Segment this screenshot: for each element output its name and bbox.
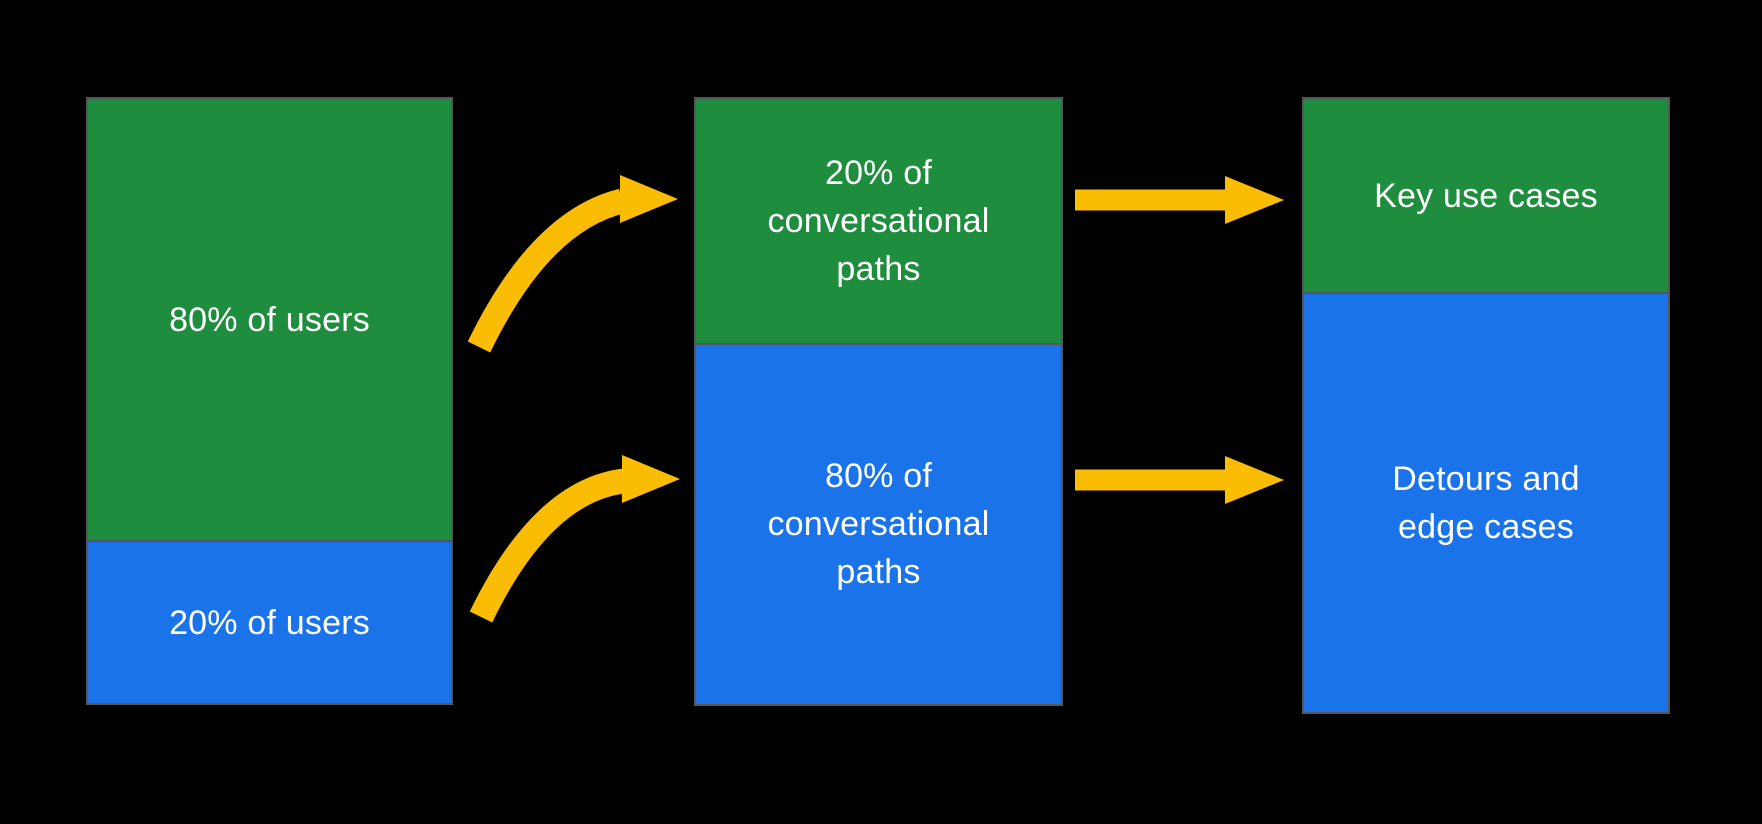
key-use-cases-segment: Key use cases <box>1304 99 1668 295</box>
straight-arrow-bottom <box>1075 456 1284 504</box>
users-20-segment: 20% of users <box>88 542 451 703</box>
arrow-head <box>620 175 678 223</box>
users-80-label: 80% of users <box>169 300 370 339</box>
paths-20-label: 20% of conversational paths <box>767 153 990 288</box>
arrow-curve <box>469 468 626 623</box>
arrow-head <box>622 455 680 503</box>
users-20-label: 20% of users <box>169 603 370 642</box>
paths-80-segment: 80% of conversational paths <box>696 344 1061 704</box>
arrow-head <box>1225 176 1284 224</box>
curved-arrow-top <box>467 175 678 353</box>
curved-arrow-bottom <box>469 455 680 623</box>
key-use-cases-label: Key use cases <box>1374 176 1598 215</box>
detours-edge-cases-segment: Detours and edge cases <box>1304 294 1668 712</box>
conversational-paths-bar: 20% of conversational paths 80% of conve… <box>694 97 1063 706</box>
use-cases-bar: Key use cases Detours and edge cases <box>1302 97 1670 714</box>
arrow-head <box>1225 456 1284 504</box>
paths-20-segment: 20% of conversational paths <box>696 99 1061 345</box>
users-bar: 80% of users 20% of users <box>86 97 453 705</box>
users-80-segment: 80% of users <box>88 99 451 543</box>
straight-arrow-top <box>1075 176 1284 224</box>
paths-80-label: 80% of conversational paths <box>767 457 990 592</box>
detours-edge-cases-label: Detours and edge cases <box>1392 460 1580 547</box>
arrow-curve <box>467 188 626 353</box>
